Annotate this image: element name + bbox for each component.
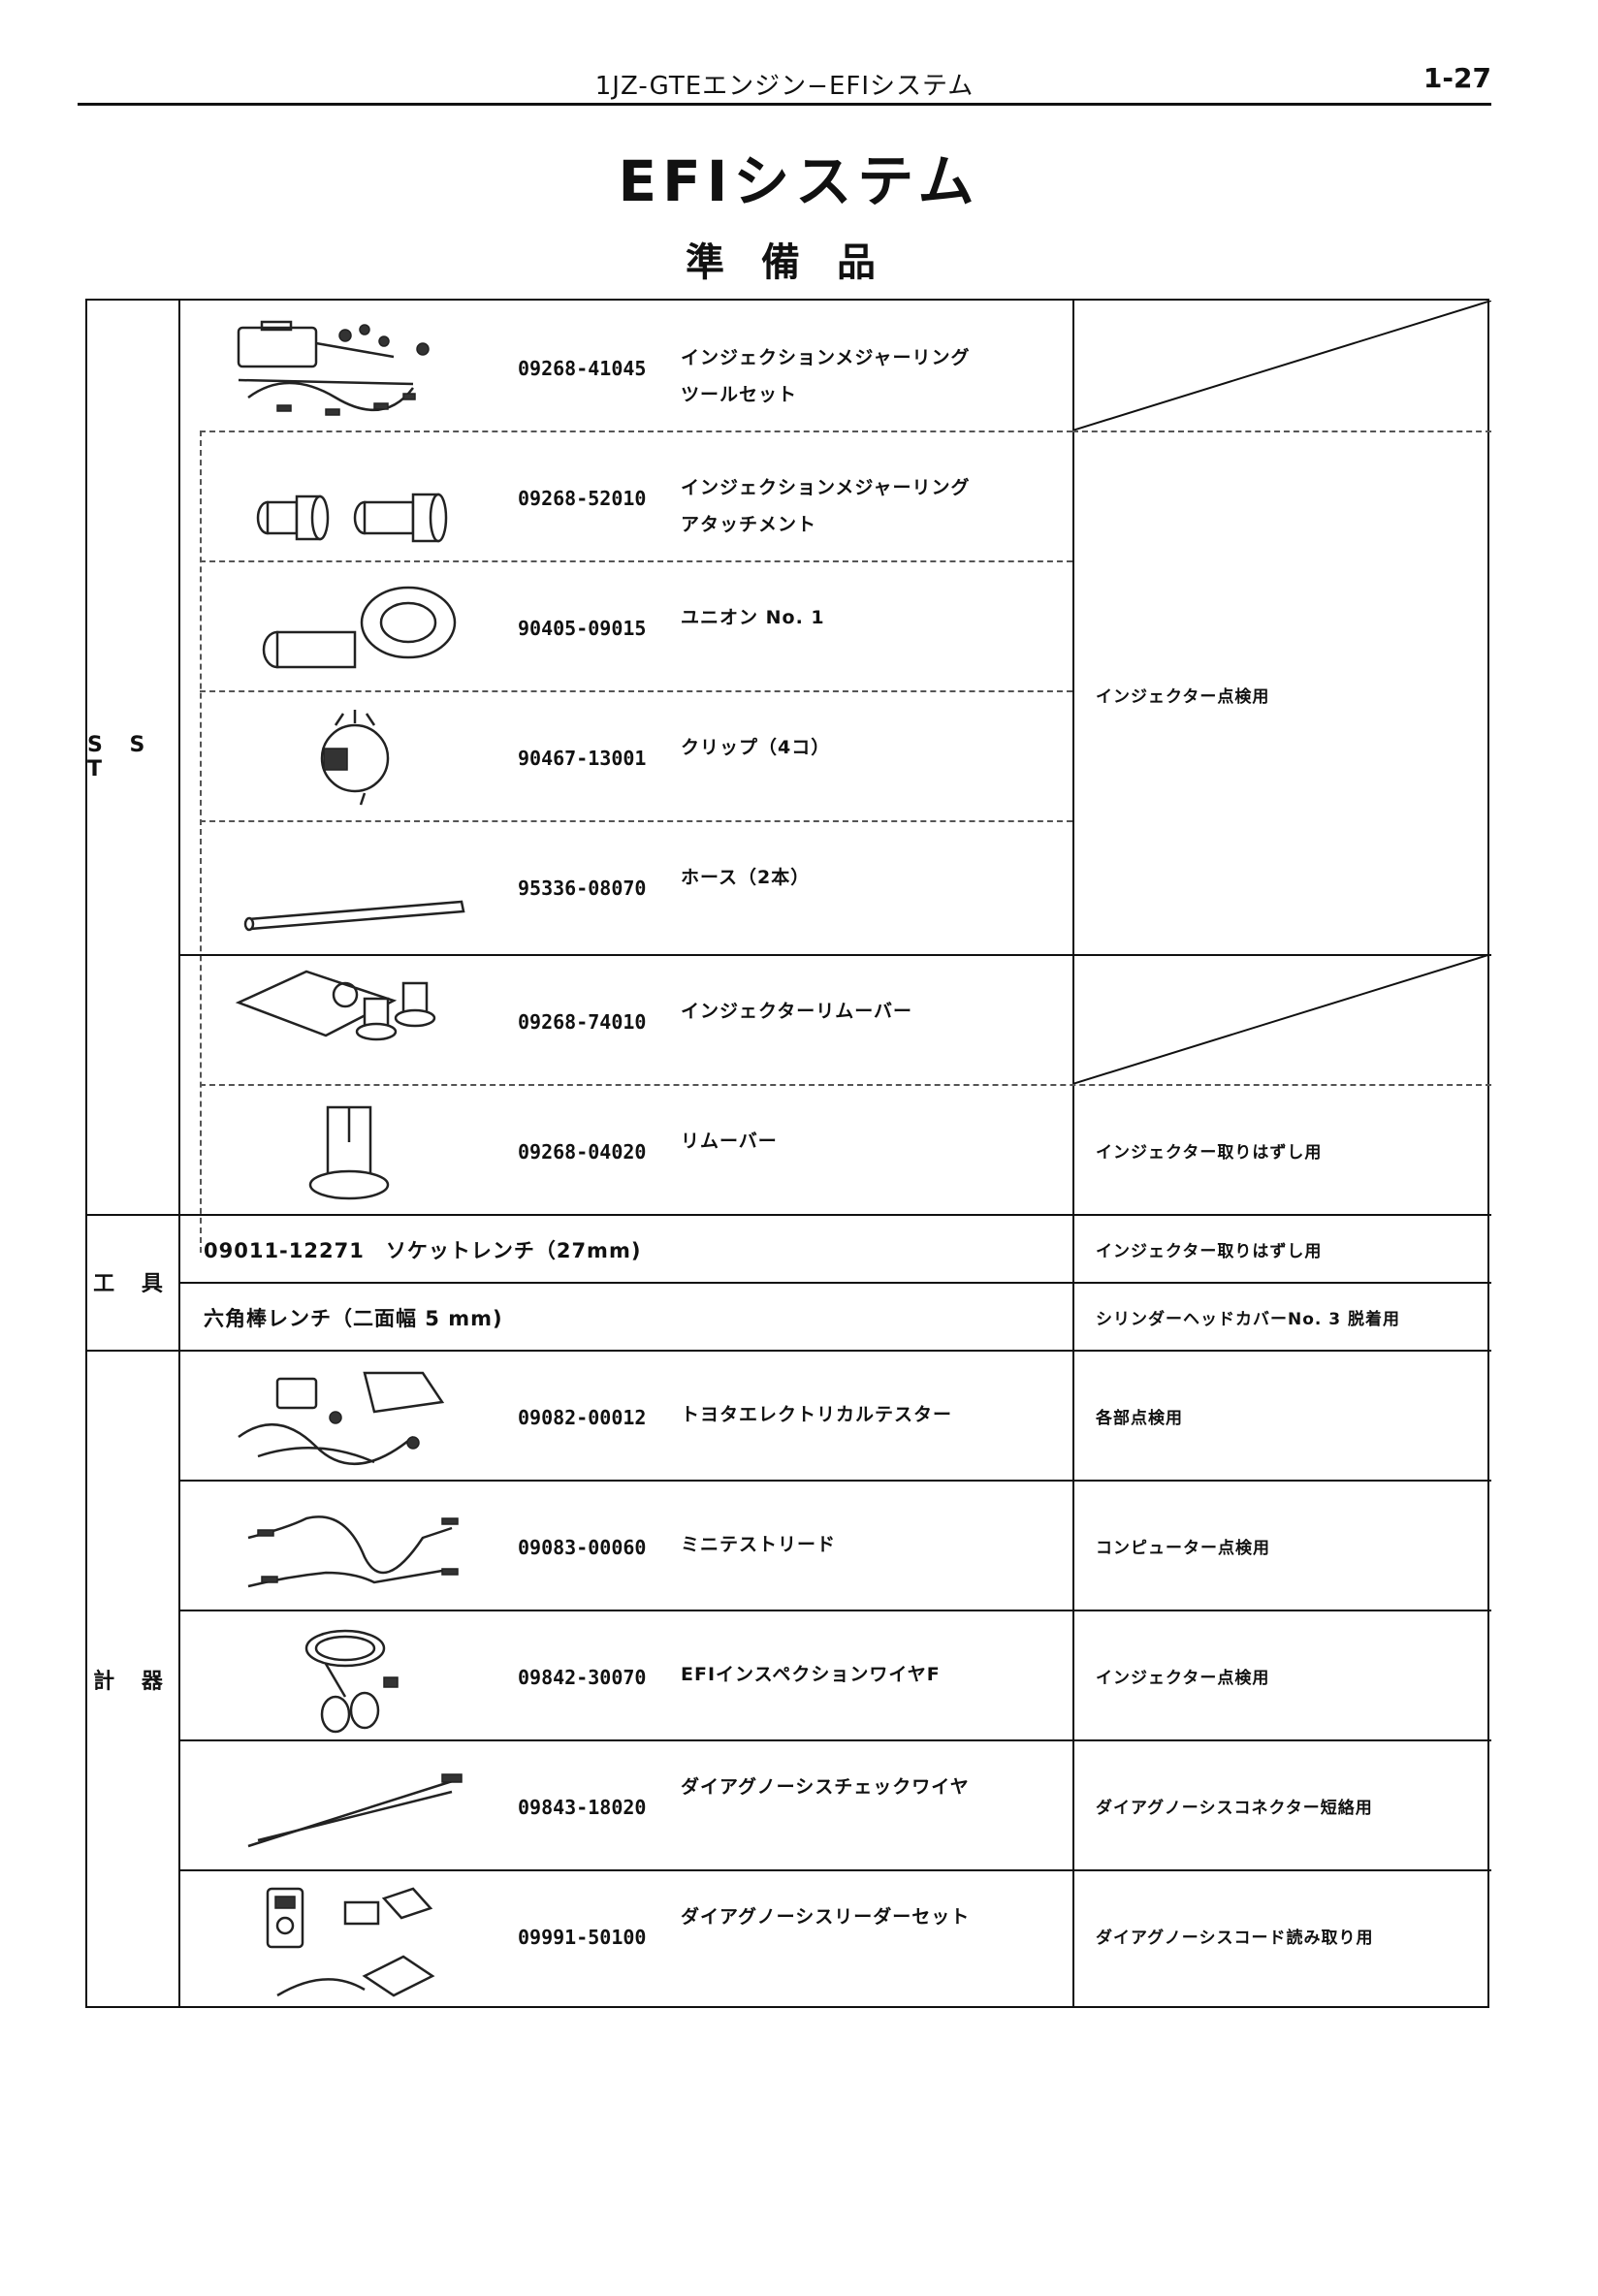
instrument-row: 09842-30070 EFIインスペクションワイヤF インジェクター点検用 [180, 1610, 1268, 1739]
instrument-row: 09843-18020 ダイアグノーシスチェックワイヤ ダイアグノーシスコネクタ… [180, 1739, 1372, 1869]
part-number: 09268-52010 [518, 487, 647, 510]
part-number: 90405-09015 [518, 617, 647, 640]
sst-row: 09268-52010 インジェクションメジャーリングアタッチメント [180, 430, 1072, 560]
part-name: インジェクションメジャーリングツールセット [681, 347, 971, 405]
category-divider [178, 301, 180, 2006]
part-number: 09268-74010 [518, 1010, 647, 1034]
part-name: トヨタエレクトリカルテスター [681, 1404, 953, 1425]
row-divider [200, 560, 1072, 562]
row-divider [1072, 430, 1491, 432]
tool-item: 六角棒レンチ（二面幅 5 mm) [204, 1307, 503, 1330]
page-title: EFIシステム [618, 148, 980, 214]
part-number: 09843-18020 [518, 1796, 647, 1819]
sst-row: 09268-41045 インジェクションメジャーリングツールセット [180, 301, 1072, 430]
part-name: インジェクターリムーバー [681, 1001, 913, 1022]
category-instruments: 計 器 [93, 1670, 173, 1694]
part-name: ダイアグノーシスチェックワイヤ [681, 1776, 970, 1798]
row-divider [178, 1739, 1491, 1741]
category-tools: 工 具 [93, 1272, 173, 1296]
category-sst: S S T [87, 733, 155, 781]
page-header: 1JZ-GTEエンジン−EFIシステム 1-27 [78, 60, 1491, 106]
instrument-row: 09991-50100 ダイアグノーシスリーダーセット ダイアグノーシスコード読… [180, 1869, 1372, 2009]
electrical-tester-icon [238, 1371, 445, 1465]
sst-row: 90467-13001 クリップ（4コ） [180, 690, 1072, 820]
row-divider [178, 1480, 1491, 1482]
row-divider [178, 1869, 1491, 1871]
use-divider [1072, 301, 1074, 2006]
use-text: ダイアグノーシスコード読み取り用 [1096, 1929, 1374, 1948]
part-name: ミニテストリード [681, 1534, 837, 1555]
section-subtitle: 準備品 [686, 240, 912, 285]
row-divider [178, 1282, 1491, 1284]
use-text: インジェクター点検用 [1096, 1669, 1270, 1688]
sst-dashed-margin [200, 430, 202, 1253]
use-text: シリンダーヘッドカバーNo. 3 脱着用 [1096, 1310, 1401, 1329]
use-text: 各部点検用 [1096, 1409, 1183, 1428]
part-name: インジェクションメジャーリングアタッチメント [681, 477, 971, 535]
part-name: クリップ（4コ） [681, 737, 831, 758]
sst-row: 09268-74010 インジェクターリムーバー [180, 954, 1072, 1084]
hose-icon [243, 900, 465, 932]
part-number: 09842-30070 [518, 1666, 647, 1689]
union-icon [262, 586, 457, 669]
attachment-icon [256, 493, 448, 543]
page-number: 1-27 [1422, 62, 1491, 94]
sst-row: 09268-04020 リムーバー [180, 1084, 1072, 1214]
test-lead-icon [247, 1515, 459, 1588]
equipment-table: S S T 工 具 計 器 09268-41045 インジェクションメジャーリン… [85, 299, 1491, 2009]
part-name: ホース（2本） [681, 867, 811, 888]
use-text: ダイアグノーシスコネクター短絡用 [1096, 1799, 1373, 1818]
instrument-row: 09083-00060 ミニテストリード コンピューター点検用 [180, 1480, 1269, 1610]
check-wire-icon [247, 1773, 463, 1848]
clip-icon [320, 710, 390, 806]
part-number: 09268-04020 [518, 1140, 647, 1164]
row-divider [200, 430, 1072, 432]
section-divider [87, 1350, 1491, 1352]
use-text: インジェクター点検用 [1096, 687, 1270, 707]
na-diagonal [1072, 301, 1491, 430]
part-number: 09268-41045 [518, 357, 647, 380]
tool-item: 09011-12271 ソケットレンチ（27mm) [204, 1239, 642, 1262]
part-name: リムーバー [681, 1131, 778, 1152]
reader-set-icon [266, 1887, 435, 1997]
part-number: 09991-50100 [518, 1926, 647, 1949]
inspection-wire-icon [304, 1629, 399, 1734]
header-title: 1JZ-GTEエンジン−EFIシステム [594, 72, 975, 101]
use-text: コンピューター点検用 [1096, 1539, 1270, 1558]
tool-kit-icon [237, 320, 430, 416]
remover-set-icon [235, 970, 436, 1041]
row-divider [178, 1610, 1491, 1611]
sst-row: 90405-09015 ユニオン No. 1 [180, 560, 1072, 690]
instrument-row: 09082-00012 トヨタエレクトリカルテスター 各部点検用 [180, 1350, 1182, 1480]
part-name: ダイアグノーシスリーダーセット [681, 1906, 971, 1928]
part-number: 90467-13001 [518, 747, 647, 770]
sst-row: 95336-08070 ホース（2本） [180, 820, 1072, 954]
row-divider [200, 820, 1072, 822]
use-text: インジェクター取りはずし用 [1096, 1143, 1323, 1163]
remover-icon [308, 1105, 390, 1200]
part-name: ユニオン No. 1 [681, 607, 825, 628]
na-diagonal [1072, 954, 1491, 1084]
row-divider [200, 690, 1072, 692]
use-text: インジェクター取りはずし用 [1096, 1242, 1323, 1261]
part-number: 09082-00012 [518, 1406, 647, 1429]
row-divider [200, 1084, 1491, 1086]
part-number: 95336-08070 [518, 877, 647, 900]
part-number: 09083-00060 [518, 1536, 647, 1559]
section-divider [87, 1214, 1491, 1216]
part-name: EFIインスペクションワイヤF [681, 1664, 941, 1685]
row-divider [178, 954, 1491, 956]
